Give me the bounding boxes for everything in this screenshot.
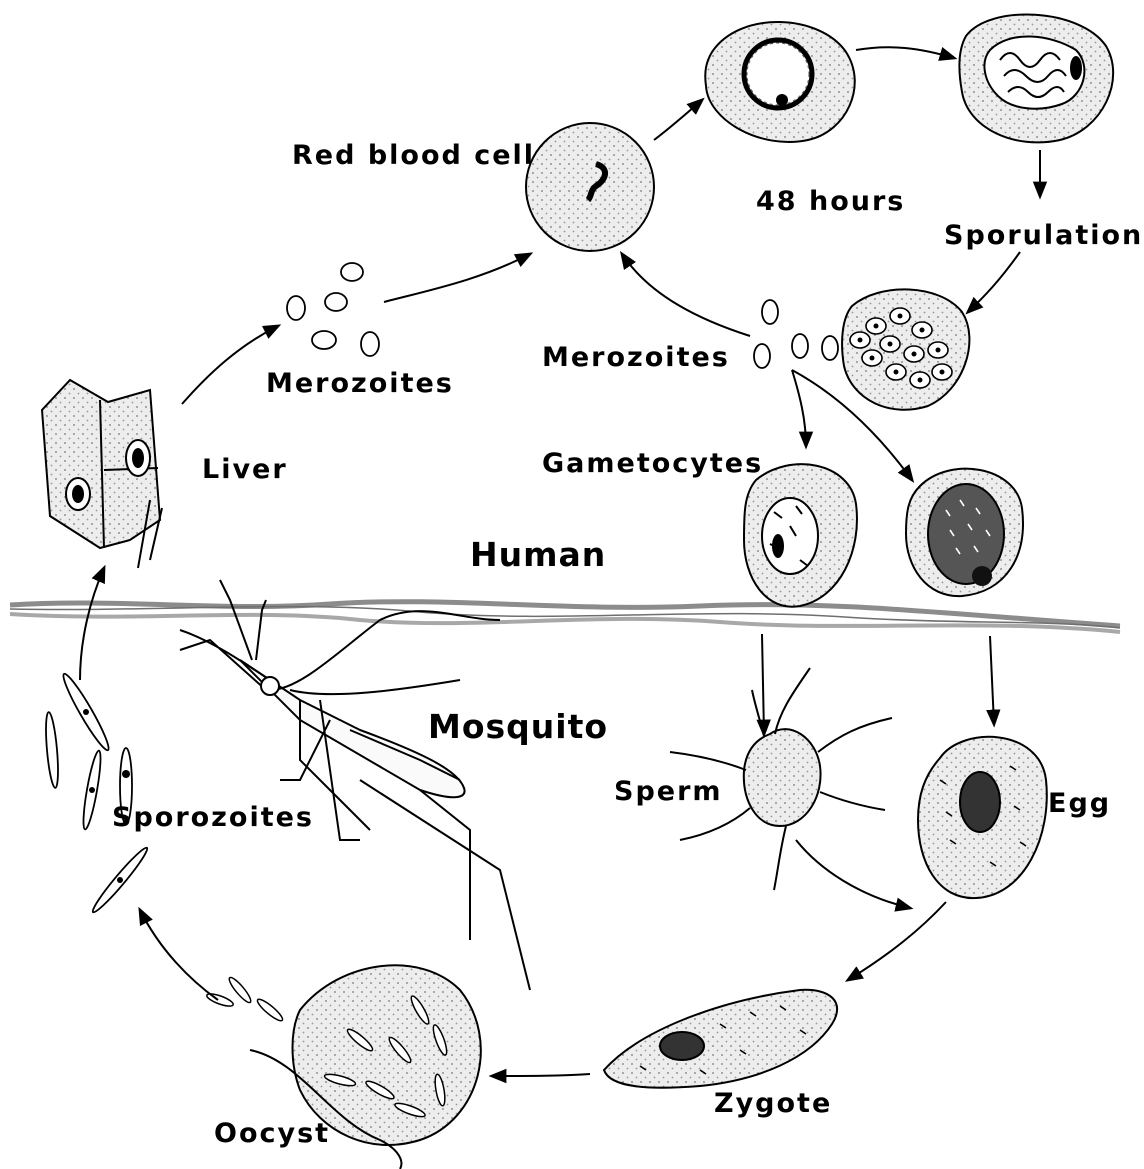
ruptured-schizont [842, 289, 969, 409]
schizont-cell [959, 14, 1113, 142]
label-red-blood-cell: Red blood cell [292, 142, 535, 169]
mosquito [180, 580, 530, 990]
label-oocyst: Oocyst [214, 1120, 330, 1147]
merozoites-right-group [754, 300, 838, 368]
red-blood-cell [526, 123, 654, 251]
region-label-human: Human [470, 538, 606, 571]
region-label-mosquito: Mosquito [428, 710, 608, 743]
label-48-hours: 48 hours [756, 188, 905, 215]
label-egg: Egg [1048, 790, 1111, 817]
zygote-cell [604, 990, 837, 1088]
merozoites-left-group [287, 263, 379, 356]
skin-boundary [10, 602, 1120, 632]
label-sporozoites: Sporozoites [112, 804, 314, 831]
sporozoites-group [44, 671, 151, 915]
label-sporulation: Sporulation [944, 222, 1143, 249]
label-merozoites-left: Merozoites [266, 370, 454, 397]
trophozoite-cell [705, 22, 854, 142]
label-zygote: Zygote [714, 1090, 832, 1117]
label-gametocytes: Gametocytes [542, 450, 763, 477]
label-merozoites-right: Merozoites [542, 344, 730, 371]
gametocyte-female-cell [906, 469, 1023, 596]
label-sperm: Sperm [614, 778, 723, 805]
liver-cells [42, 380, 162, 568]
label-liver: Liver [202, 456, 288, 483]
egg-cell [918, 737, 1047, 898]
gametocyte-male-cell [744, 464, 857, 606]
